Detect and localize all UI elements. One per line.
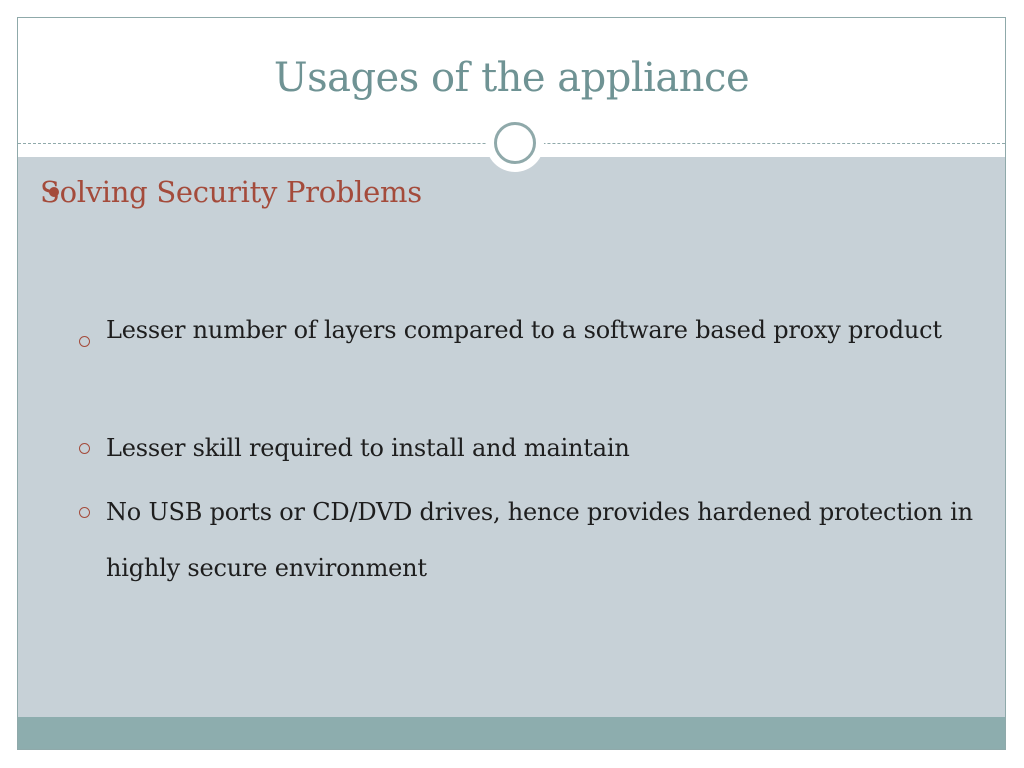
- sub-bullet-2: Lesser skill required to install and mai…: [106, 434, 630, 462]
- slide-title: Usages of the appliance: [273, 55, 750, 101]
- footer-bar: [18, 717, 1005, 749]
- hollow-bullet-icon: [79, 507, 90, 518]
- slide: Usages of the appliance Solving Security…: [17, 17, 1006, 750]
- hollow-bullet-icon: [79, 336, 90, 347]
- hollow-bullet-icon: [79, 443, 90, 454]
- circle-ornament-icon: [494, 122, 536, 164]
- content-area: [18, 157, 1005, 717]
- bullet-heading: Solving Security Problems: [40, 175, 422, 209]
- sub-bullet-1: Lesser number of layers compared to a so…: [106, 316, 942, 344]
- filled-bullet-icon: [49, 187, 59, 197]
- sub-bullet-3: No USB ports or CD/DVD drives, hence pro…: [106, 498, 973, 582]
